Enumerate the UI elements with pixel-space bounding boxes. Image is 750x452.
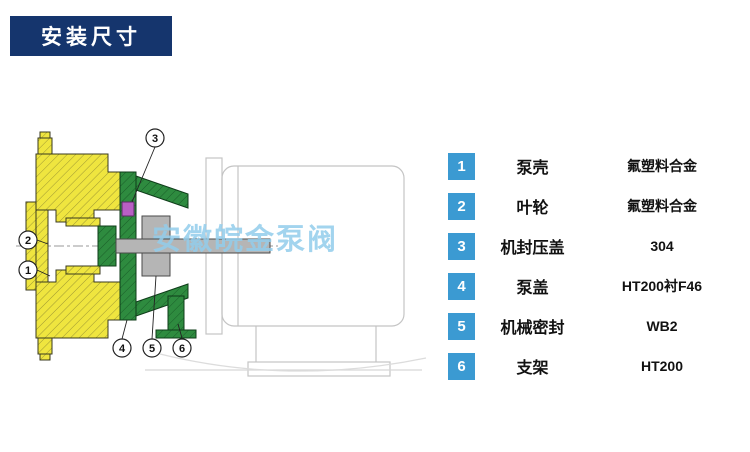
table-row: 5 机械密封 WB2 bbox=[448, 306, 734, 346]
row-number-badge: 2 bbox=[448, 192, 475, 220]
part-material: HT200 bbox=[640, 358, 684, 374]
pump-cross-section-diagram: 3 2 1 4 5 6 bbox=[10, 118, 440, 408]
part-material: 氟塑料合金 bbox=[627, 158, 697, 174]
pump-diagram-svg: 3 2 1 4 5 6 bbox=[16, 128, 427, 377]
row-number-badge: 4 bbox=[448, 272, 475, 300]
part-name: 机械密封 bbox=[500, 320, 565, 337]
table-row: 2 叶轮 氟塑料合金 bbox=[448, 186, 734, 226]
callout-leader-lines bbox=[36, 146, 183, 340]
part-material: HT200衬F46 bbox=[621, 278, 703, 294]
part-name: 支架 bbox=[516, 360, 549, 377]
callout-5: 5 bbox=[142, 338, 162, 358]
callout-4-label: 4 bbox=[119, 343, 126, 355]
shaft-and-seal-gray bbox=[115, 215, 271, 277]
callout-3: 3 bbox=[145, 128, 165, 148]
row-number-badge: 3 bbox=[448, 232, 475, 260]
part-name: 机封压盖 bbox=[500, 240, 565, 257]
row-number-badge: 5 bbox=[448, 312, 475, 340]
callout-6: 6 bbox=[172, 338, 192, 358]
section-title: 安装尺寸 bbox=[41, 26, 141, 49]
row-number-badge: 1 bbox=[448, 152, 475, 180]
watermark-text: 安徽皖金泵阀 bbox=[152, 224, 339, 256]
table-row: 3 机封压盖 304 bbox=[448, 226, 734, 266]
part-name: 叶轮 bbox=[516, 200, 549, 217]
part-name: 泵盖 bbox=[516, 280, 549, 297]
row-number-badge: 6 bbox=[448, 352, 475, 380]
callout-4: 4 bbox=[112, 338, 132, 358]
part-material: WB2 bbox=[646, 318, 678, 334]
part-name: 泵壳 bbox=[516, 160, 549, 177]
table-row: 4 泵盖 HT200衬F46 bbox=[448, 266, 734, 306]
callout-1-label: 1 bbox=[25, 265, 31, 277]
table-row: 6 支架 HT200 bbox=[448, 346, 734, 386]
callout-2: 2 bbox=[18, 230, 38, 250]
callout-2-label: 2 bbox=[25, 235, 31, 247]
callout-6-label: 6 bbox=[179, 343, 185, 355]
seal-gland-purple bbox=[121, 201, 135, 217]
parts-table: 1 泵壳 氟塑料合金 2 叶轮 氟塑料合金 3 机封压盖 304 4 泵盖 HT… bbox=[448, 146, 734, 386]
callout-1: 1 bbox=[18, 260, 38, 280]
table-row: 1 泵壳 氟塑料合金 bbox=[448, 146, 734, 186]
callout-5-label: 5 bbox=[149, 343, 155, 355]
part-material: 304 bbox=[650, 238, 674, 254]
part-material: 氟塑料合金 bbox=[627, 198, 697, 214]
callout-3-label: 3 bbox=[152, 133, 158, 145]
section-title-badge: 安装尺寸 bbox=[10, 16, 172, 56]
